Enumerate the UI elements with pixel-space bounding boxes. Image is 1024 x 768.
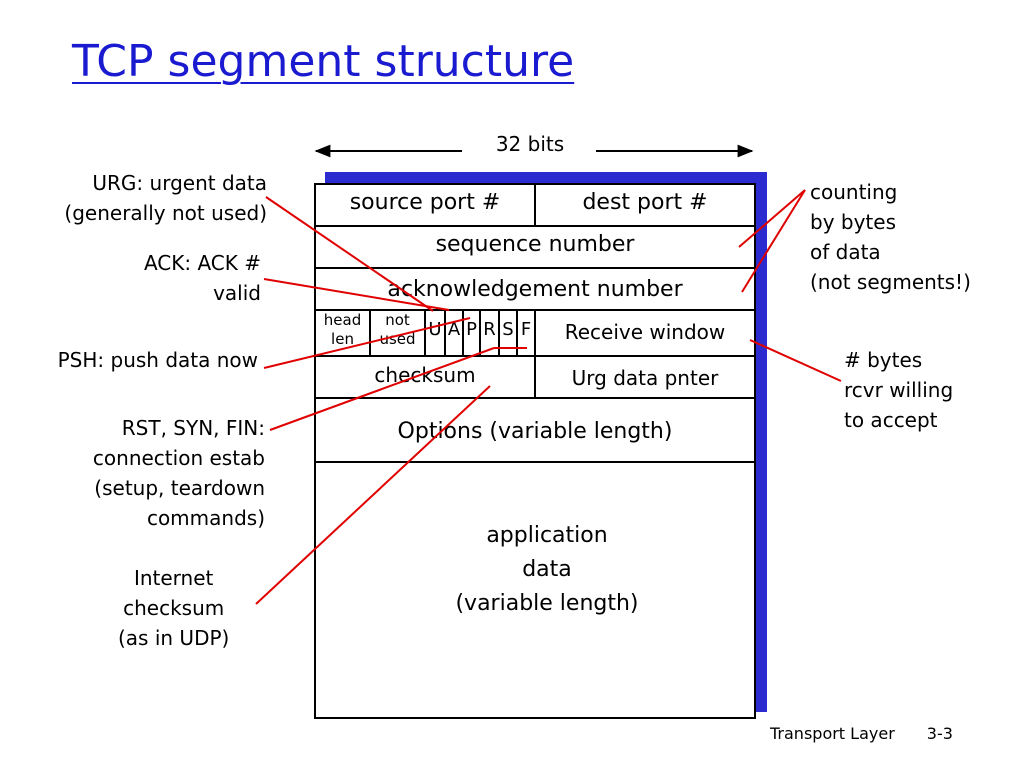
sequence-number-field: sequence number — [435, 232, 635, 257]
psh-callout-line — [263, 317, 471, 369]
column-divider — [498, 309, 500, 355]
flag-r: R — [483, 319, 496, 340]
row-divider — [316, 225, 754, 227]
row-divider — [316, 397, 754, 399]
flag-p: P — [466, 319, 477, 340]
dest-port-field: dest port # — [582, 190, 708, 215]
page-number: 3-3 — [926, 724, 953, 743]
counting-callout-line-ack — [741, 189, 806, 293]
column-divider — [444, 309, 446, 355]
ack-callout-line — [263, 278, 450, 311]
flag-a: A — [447, 319, 461, 340]
column-divider — [534, 309, 536, 355]
flag-u: U — [428, 319, 442, 340]
head-len-field: head len — [323, 311, 362, 348]
footer-label: Transport Layer — [770, 724, 895, 743]
checksum-field: checksum — [374, 363, 476, 387]
column-divider — [369, 309, 371, 355]
counting-annotation: counting by bytes of data (not segments!… — [810, 180, 971, 294]
source-port-field: source port # — [349, 190, 501, 215]
bytes-rcvr-annotation: # bytes rcvr willing to accept — [844, 348, 954, 432]
acknowledgement-number-field: acknowledgement number — [387, 277, 683, 302]
urg-data-pointer-field: Urg data pnter — [571, 366, 719, 390]
psh-annotation: PSH: push data now — [57, 348, 258, 372]
internet-checksum-annotation: Internet checksum (as in UDP) — [118, 566, 230, 650]
flag-f: F — [520, 319, 532, 340]
flag-s: S — [502, 319, 514, 340]
width-label: 32 bits — [495, 132, 565, 156]
urg-annotation: URG: urgent data (generally not used) — [64, 171, 267, 225]
row-divider — [316, 461, 754, 463]
not-used-field: not used — [379, 311, 416, 348]
options-field: Options (variable length) — [397, 419, 673, 444]
column-divider — [424, 309, 426, 355]
slide-footer: Transport Layer 3-3 — [770, 724, 953, 743]
rcvr-window-callout-line — [749, 339, 842, 382]
column-divider — [534, 185, 536, 225]
receive-window-field: Receive window — [564, 320, 726, 344]
column-divider — [462, 309, 464, 355]
ack-annotation: ACK: ACK # valid — [143, 251, 261, 305]
checksum-callout-line — [255, 385, 491, 605]
column-divider — [534, 355, 536, 397]
urg-callout-line — [265, 196, 434, 312]
column-divider — [516, 309, 518, 355]
application-data-field: application data (variable length) — [455, 523, 639, 616]
rst-syn-fin-annotation: RST, SYN, FIN: connection estab (setup, … — [92, 416, 265, 530]
segment-diagram: source port # dest port # sequence numbe… — [314, 183, 756, 719]
page-title: TCP segment structure — [72, 36, 575, 87]
row-divider — [316, 267, 754, 269]
rst-syn-fin-callout-line — [269, 347, 495, 431]
counting-callout-line-seq — [738, 189, 806, 248]
column-divider — [479, 309, 481, 355]
